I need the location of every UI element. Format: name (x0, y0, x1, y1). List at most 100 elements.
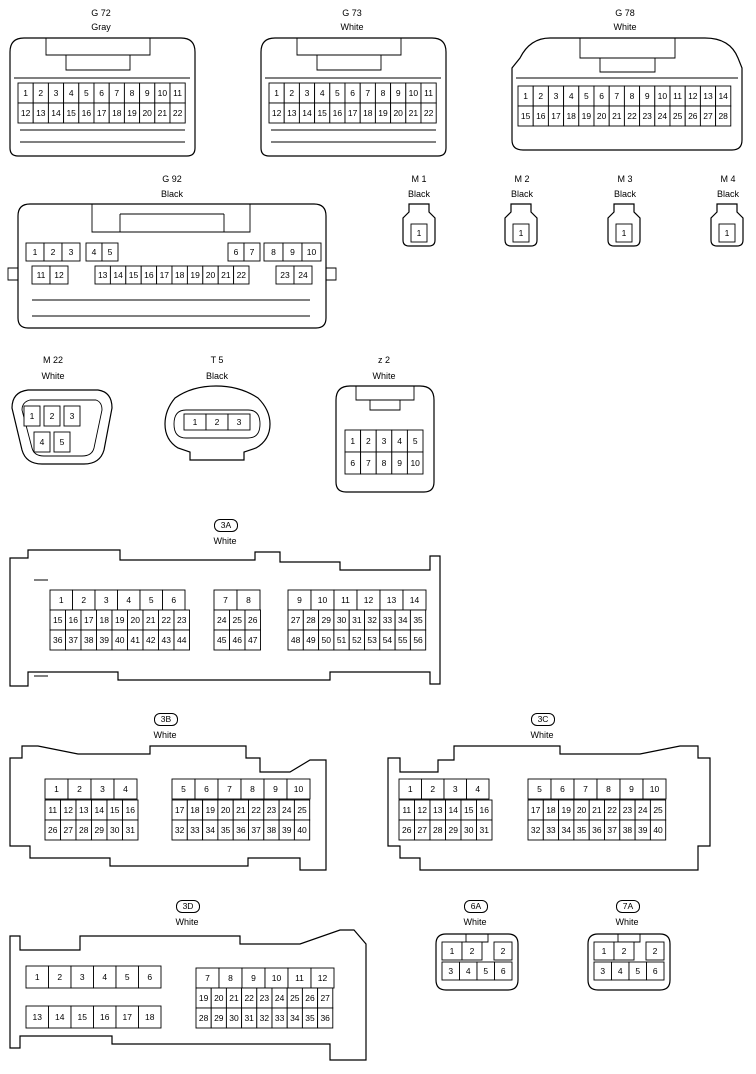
svg-text:7: 7 (614, 91, 619, 101)
pin-3a-3: 3 (94, 589, 118, 611)
pin-g73-8: 8 (374, 82, 392, 104)
svg-text:32: 32 (367, 615, 377, 625)
pin-3d-24: 24 (271, 987, 288, 1009)
pin-3a-38: 38 (80, 629, 97, 651)
pin-3a-56: 56 (409, 629, 427, 651)
pin-3a-41: 41 (127, 629, 144, 651)
svg-text:5: 5 (537, 784, 542, 794)
svg-text:36: 36 (320, 1013, 330, 1023)
pin-g73-9: 9 (390, 82, 407, 104)
svg-text:4: 4 (40, 437, 45, 447)
pin-g92-3: 3 (61, 242, 81, 262)
svg-text:8: 8 (382, 458, 387, 468)
pin-g73-10: 10 (405, 82, 422, 104)
svg-text:29: 29 (214, 1013, 224, 1023)
pin-3c-14: 14 (445, 799, 462, 821)
svg-text:5: 5 (483, 966, 488, 976)
svg-text:31: 31 (480, 825, 490, 835)
pin-3d-5: 5 (115, 965, 139, 989)
pin-3d-20: 20 (210, 987, 227, 1009)
pin-g92-5: 5 (101, 242, 119, 262)
pin-3d-28: 28 (195, 1007, 212, 1029)
pin-3a-42: 42 (142, 629, 159, 651)
pin-7a-5: 5 (628, 961, 647, 981)
svg-text:34: 34 (290, 1013, 300, 1023)
pin-3b-39: 39 (278, 819, 295, 841)
svg-text:32: 32 (175, 825, 185, 835)
svg-text:35: 35 (413, 615, 423, 625)
pin-3d-25: 25 (286, 987, 303, 1009)
svg-text:7: 7 (223, 595, 228, 605)
pin-3c-2: 2 (421, 778, 445, 800)
pin-3c-4: 4 (466, 778, 490, 800)
svg-text:18: 18 (100, 615, 110, 625)
svg-text:14: 14 (302, 108, 312, 118)
pin-3c-22: 22 (604, 799, 621, 821)
svg-text:41: 41 (131, 635, 141, 645)
svg-text:15: 15 (78, 1012, 88, 1022)
svg-text:3: 3 (448, 966, 453, 976)
pin-3d-31: 31 (241, 1007, 258, 1029)
svg-text:8: 8 (246, 595, 251, 605)
svg-text:26: 26 (248, 615, 258, 625)
pin-6a-6: 6 (494, 961, 513, 981)
pin-6a-1: 1 (441, 941, 463, 961)
svg-text:6: 6 (501, 966, 506, 976)
svg-text:4: 4 (126, 595, 131, 605)
pin-3b-17: 17 (171, 799, 188, 821)
pin-3c-38: 38 (619, 819, 636, 841)
svg-text:12: 12 (272, 108, 282, 118)
pin-3a-49: 49 (302, 629, 320, 651)
svg-text:20: 20 (131, 615, 141, 625)
svg-text:19: 19 (199, 993, 209, 1003)
svg-text:50: 50 (322, 635, 332, 645)
svg-text:19: 19 (190, 270, 200, 280)
pin-g72-13: 13 (32, 102, 49, 124)
svg-text:28: 28 (433, 825, 443, 835)
svg-text:16: 16 (82, 108, 92, 118)
pin-3a-46: 46 (229, 629, 246, 651)
svg-text:1: 1 (59, 595, 64, 605)
pin-g92-15: 15 (125, 265, 142, 285)
svg-text:1: 1 (450, 946, 455, 956)
svg-text:13: 13 (703, 91, 713, 101)
pin-3c-27: 27 (414, 819, 431, 841)
pin-3b-20: 20 (217, 799, 234, 821)
pin-g92-9: 9 (282, 242, 303, 262)
svg-text:22: 22 (607, 805, 617, 815)
pin-g78-21: 21 (608, 105, 625, 127)
svg-text:4: 4 (123, 784, 128, 794)
svg-text:35: 35 (221, 825, 231, 835)
pin-3b-10: 10 (286, 778, 311, 800)
pin-3a-43: 43 (158, 629, 175, 651)
pin-3b-34: 34 (202, 819, 219, 841)
svg-text:6: 6 (350, 88, 355, 98)
pin-g78-18: 18 (563, 105, 580, 127)
svg-text:29: 29 (322, 615, 332, 625)
svg-text:5: 5 (584, 91, 589, 101)
pin-3b-25: 25 (293, 799, 311, 821)
svg-text:1: 1 (408, 784, 413, 794)
pin-3d-16: 16 (93, 1005, 117, 1029)
connector-color-3d: White (175, 917, 199, 927)
pin-z2-9: 9 (391, 451, 408, 475)
svg-text:8: 8 (130, 88, 135, 98)
svg-text:9: 9 (251, 973, 256, 983)
pin-m22-1: 1 (23, 405, 41, 427)
pin-3a-1: 1 (49, 589, 73, 611)
pin-3b-24: 24 (278, 799, 295, 821)
svg-text:1: 1 (23, 88, 28, 98)
pin-3c-30: 30 (460, 819, 477, 841)
svg-text:32: 32 (531, 825, 541, 835)
connector-color-m3: Black (613, 189, 636, 199)
pin-3c-40: 40 (649, 819, 667, 841)
connector-color-g73: White (340, 22, 364, 32)
pin-3b-35: 35 (217, 819, 234, 841)
svg-text:23: 23 (260, 993, 270, 1003)
pin-3a-20: 20 (127, 609, 144, 631)
pin-g92-10: 10 (301, 242, 322, 262)
pin-3c-29: 29 (445, 819, 462, 841)
pin-3b-31: 31 (122, 819, 139, 841)
svg-text:2: 2 (81, 595, 86, 605)
svg-text:16: 16 (126, 805, 136, 815)
